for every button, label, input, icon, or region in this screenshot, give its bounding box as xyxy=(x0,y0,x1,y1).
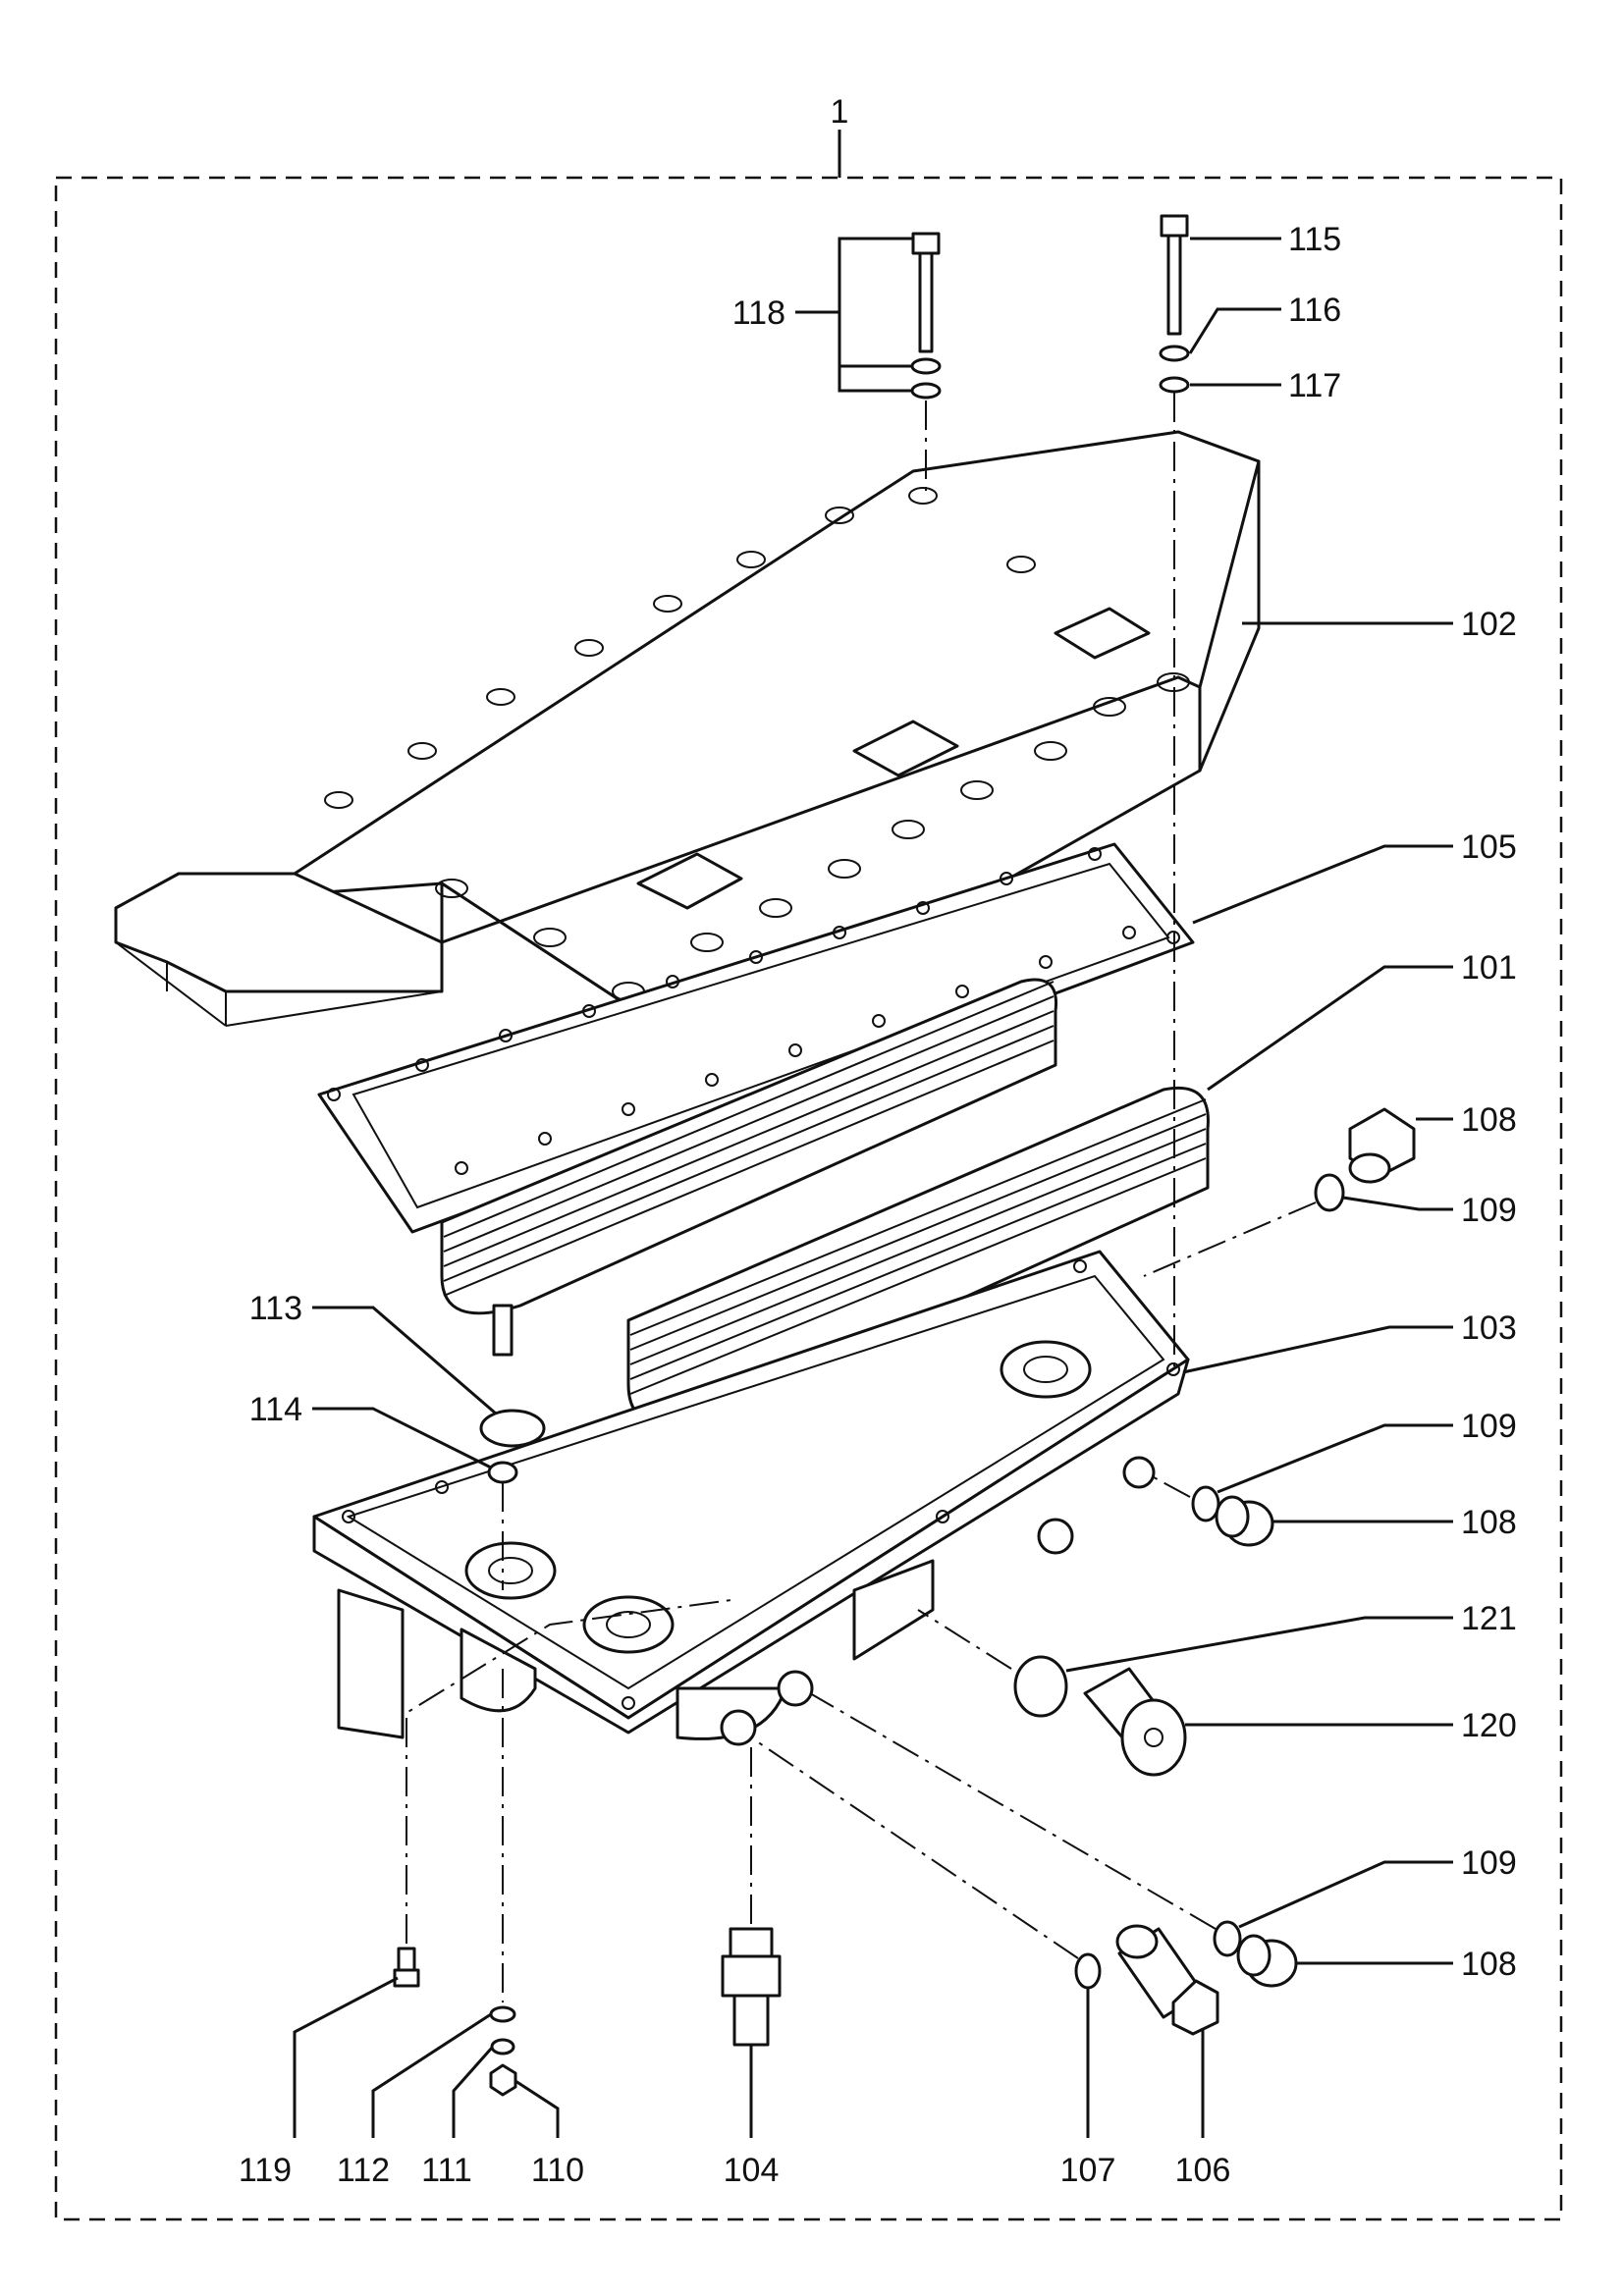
assembly-frame xyxy=(54,130,1563,2221)
gasket-part-105 xyxy=(317,842,1195,1234)
o-ring-part-107 xyxy=(1074,1952,1102,1990)
nut-part-110 xyxy=(489,2063,517,2097)
callout-104: 104 xyxy=(724,2152,780,2189)
callout-108-middle: 108 xyxy=(1461,1504,1517,1541)
callout-111: 111 xyxy=(421,2152,472,2189)
bolt-set-part-118 xyxy=(910,232,942,496)
fitting-part-104 xyxy=(721,1927,782,2047)
callout-110: 110 xyxy=(531,2152,584,2189)
plug-part-108-lower xyxy=(1236,1934,1298,1988)
plug-part-108-middle xyxy=(1215,1495,1274,1547)
callout-109-lower: 109 xyxy=(1461,1844,1517,1882)
spring-washer-part-111 xyxy=(490,2038,515,2056)
callout-114: 114 xyxy=(249,1391,302,1428)
plug-part-108-upper xyxy=(1348,1107,1416,1184)
relief-valve-part-106 xyxy=(1115,1924,1219,2036)
o-ring-part-109-middle xyxy=(1191,1485,1220,1522)
o-ring-part-109-lower xyxy=(1213,1920,1242,1957)
callout-103: 103 xyxy=(1461,1309,1517,1347)
o-ring-part-109-upper xyxy=(1314,1173,1345,1212)
assembly-label: 1 xyxy=(831,93,849,131)
callout-102: 102 xyxy=(1461,606,1517,643)
o-ring-part-114 xyxy=(487,1461,518,1484)
callout-107: 107 xyxy=(1060,2152,1116,2189)
callout-119: 119 xyxy=(239,2152,292,2189)
callout-117: 117 xyxy=(1288,367,1341,404)
washer-part-117 xyxy=(1159,376,1190,394)
callout-113: 113 xyxy=(249,1290,302,1327)
nipple-part-119 xyxy=(393,1947,420,1988)
o-ring-part-121 xyxy=(1013,1655,1068,1718)
plug-part-120 xyxy=(1083,1667,1187,1777)
callout-106: 106 xyxy=(1175,2152,1231,2189)
oil-cooler-case-part-103 xyxy=(312,1250,1190,1746)
o-ring-part-113 xyxy=(479,1409,546,1448)
leader-lines xyxy=(293,237,1453,2138)
callout-labels: 1 118 115 116 117 102 105 101 108 109 11… xyxy=(239,93,1517,2189)
callout-108-upper: 108 xyxy=(1461,1101,1517,1139)
washer-part-112 xyxy=(489,2005,516,2023)
callout-109-upper: 109 xyxy=(1461,1192,1517,1229)
callout-112: 112 xyxy=(337,2152,390,2189)
spring-washer-part-116 xyxy=(1159,345,1190,362)
bolt-part-115 xyxy=(1160,214,1189,336)
callout-116: 116 xyxy=(1288,292,1341,329)
callout-115: 115 xyxy=(1288,221,1341,258)
callout-121: 121 xyxy=(1461,1600,1517,1637)
callout-118: 118 xyxy=(732,294,785,332)
callout-101: 101 xyxy=(1461,949,1517,987)
callout-120: 120 xyxy=(1461,1707,1517,1744)
callout-105: 105 xyxy=(1461,828,1517,866)
callout-108-lower: 108 xyxy=(1461,1946,1517,1983)
cover-part-102 xyxy=(114,430,1261,1092)
callout-109-middle: 109 xyxy=(1461,1408,1517,1445)
